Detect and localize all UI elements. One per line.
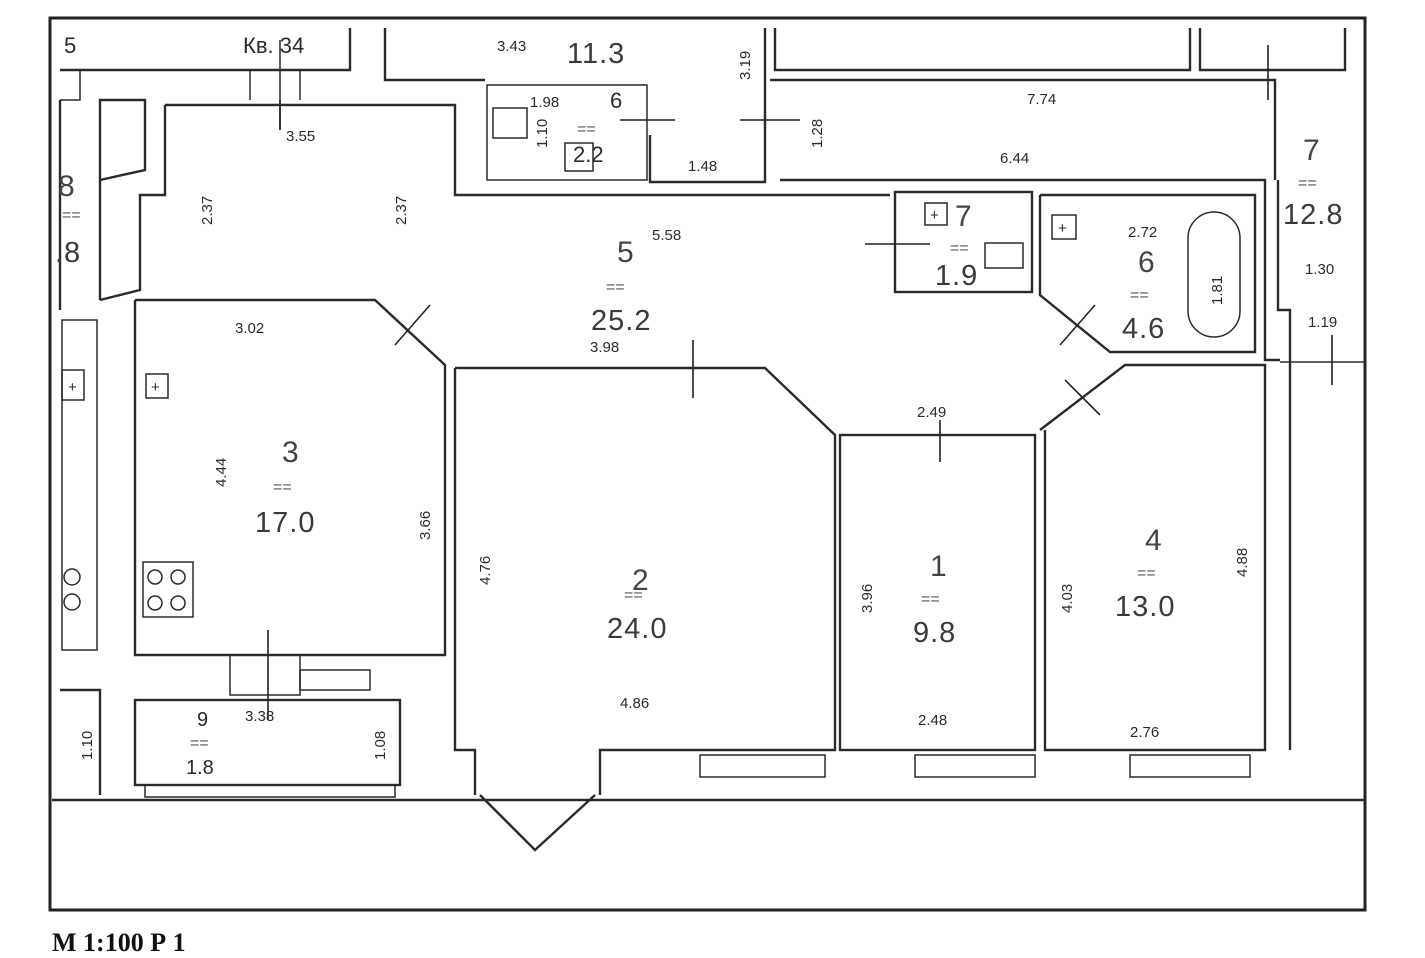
room-3-area: 17.0	[255, 507, 315, 539]
room-7b-eq: ==	[1298, 175, 1317, 192]
dim-label: 2.37	[393, 196, 410, 225]
room-6b-area: 4.6	[1122, 313, 1165, 345]
dim-label: 2.76	[1130, 724, 1159, 741]
room-3-walls: +	[133, 298, 447, 720]
room-8-number: 8	[58, 170, 75, 203]
room-5-eq: ==	[606, 279, 625, 296]
svg-text:+: +	[68, 379, 77, 396]
room-9-area: 1.8	[186, 757, 214, 779]
room-8-area: .8	[55, 237, 81, 269]
room-9-walls	[133, 698, 402, 798]
room-2-walls	[453, 340, 837, 852]
room-7a-number: 7	[955, 200, 972, 233]
dim-label: 4.44	[213, 458, 230, 487]
scale-caption: М 1:100 Р 1	[52, 928, 186, 957]
dim-label: 1.98	[530, 94, 559, 111]
apartment-label: Кв. 34	[243, 33, 304, 58]
room-4-area: 13.0	[1115, 591, 1175, 623]
room-6a-eq: ==	[577, 121, 596, 138]
plan-frame	[48, 16, 1367, 912]
neighbour-strip-right	[620, 28, 1347, 180]
room-top-11-3	[383, 28, 767, 184]
dim-label: 1.08	[372, 731, 389, 760]
room-7a-area: 1.9	[935, 260, 978, 292]
dim-label: 3.98	[590, 339, 619, 356]
room-4-eq: ==	[1137, 565, 1156, 582]
neighbour-strip-top	[60, 28, 352, 130]
dim-label: 3.96	[859, 584, 876, 613]
room-7-right-walls	[1276, 180, 1365, 750]
room-6a-number: 6	[610, 88, 622, 113]
dim-label: 4.76	[477, 556, 494, 585]
dim-label: 2.72	[1128, 224, 1157, 241]
room-5-number: 5	[617, 236, 634, 269]
room-6b-eq: ==	[1130, 287, 1149, 304]
dim-label: 1.81	[1209, 276, 1226, 305]
dim-label: 6.44	[1000, 150, 1029, 167]
dim-label: 3.66	[417, 511, 434, 540]
room-6b-number: 6	[1138, 246, 1155, 279]
dim-label: 1.19	[1308, 314, 1337, 331]
dim-label: 4.03	[1059, 584, 1076, 613]
room-7b-area: 12.8	[1283, 199, 1343, 231]
dim-label: 4.88	[1234, 548, 1251, 577]
room-3-number: 3	[282, 436, 299, 469]
dimension-labels: 3.43 3.19 1.98 1.10 1.48 1.28 7.74 6.44 …	[79, 38, 1337, 760]
edge-label-left: 5	[64, 33, 76, 58]
room-1-area: 9.8	[913, 617, 956, 649]
room-6-bath-walls: +	[1038, 193, 1257, 354]
dim-label: 3.43	[497, 38, 526, 55]
dim-label: 3.02	[235, 320, 264, 337]
room-1-walls	[838, 420, 1037, 778]
room-4-walls	[1039, 363, 1267, 778]
room-9-number: 9	[197, 709, 208, 731]
room-1-eq: ==	[921, 591, 940, 608]
room-6a-area: 2.2	[573, 142, 604, 167]
hallway-5-walls	[99, 100, 1280, 362]
room-9-eq: ==	[190, 735, 209, 752]
svg-text:+: +	[1058, 220, 1067, 237]
room-2-area: 24.0	[607, 613, 667, 645]
room-labels: 11.3 6 == 2.2 5 == 25.2 7 == 1.9 6 == 4.…	[55, 33, 1343, 779]
dim-label: 3.38	[245, 708, 274, 725]
room-7-wc-walls: +	[865, 190, 1034, 294]
dim-label: 2.48	[918, 712, 947, 729]
svg-text:+: +	[930, 207, 939, 224]
dim-label: 2.37	[199, 196, 216, 225]
room-2-number: 2	[632, 564, 649, 597]
dim-label: 4.86	[620, 695, 649, 712]
dim-label: 5.58	[652, 227, 681, 244]
svg-text:+: +	[151, 379, 160, 396]
room-8-eq: ==	[62, 207, 81, 224]
dim-label: 3.19	[737, 51, 754, 80]
room-top-area: 11.3	[567, 38, 625, 70]
room-7b-number: 7	[1303, 134, 1320, 167]
room-5-area: 25.2	[591, 305, 651, 337]
left-strip: +	[58, 98, 147, 795]
room-7a-eq: ==	[950, 240, 969, 257]
dim-label: 1.10	[79, 731, 96, 760]
dim-label: 1.28	[809, 119, 826, 148]
room-2-eq: ==	[624, 587, 643, 604]
dim-label: 1.30	[1305, 261, 1334, 278]
dim-label: 1.10	[534, 119, 551, 148]
dim-label: 2.49	[917, 404, 946, 421]
dim-label: 1.48	[688, 158, 717, 175]
dim-label: 3.55	[286, 128, 315, 145]
room-3-eq: ==	[273, 479, 292, 496]
room-1-number: 1	[930, 550, 947, 583]
dim-label: 7.74	[1027, 91, 1056, 108]
room-4-number: 4	[1145, 524, 1162, 557]
room-6-wc-fixtures	[492, 107, 594, 172]
